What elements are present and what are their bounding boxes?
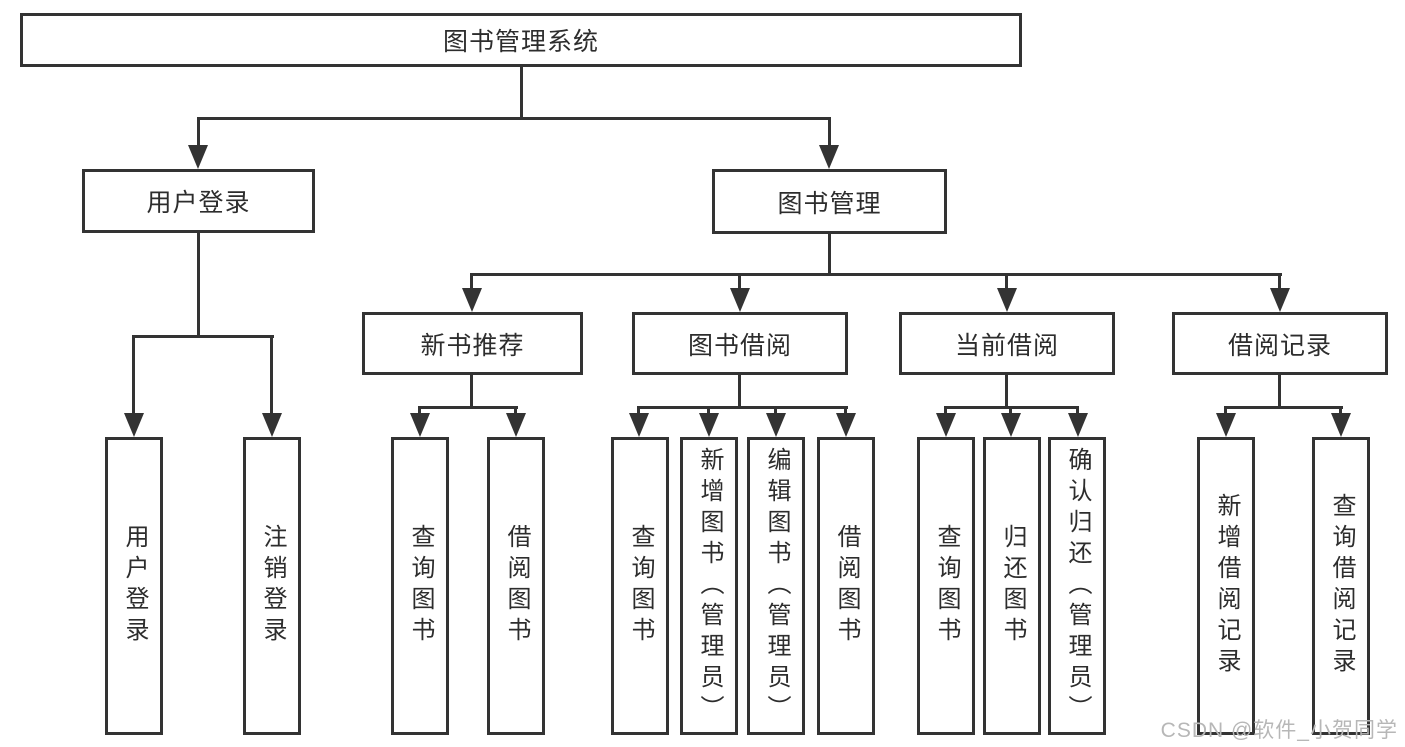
- arrowhead-icon: [1331, 413, 1351, 437]
- leaf-add-books-admin: 新增图书（管理员）: [680, 437, 738, 735]
- arrowhead-icon: [188, 145, 208, 169]
- leaf-logout: 注销登录: [243, 437, 301, 735]
- connector-line: [470, 375, 473, 409]
- leaf-label: 确认归还（管理员）: [1064, 446, 1091, 726]
- arrowhead-icon: [629, 413, 649, 437]
- connector-root-stem: [520, 67, 523, 119]
- arrowhead-icon: [1270, 288, 1290, 312]
- connector-line: [828, 117, 831, 147]
- connector-line: [132, 335, 135, 415]
- arrowhead-icon: [124, 413, 144, 437]
- connector-line: [418, 406, 421, 416]
- arrowhead-icon: [766, 413, 786, 437]
- arrowhead-icon: [1068, 413, 1088, 437]
- leaf-label: 注销登录: [259, 524, 286, 648]
- connector-line: [774, 406, 777, 416]
- leaf-label: 查询借阅记录: [1328, 493, 1355, 679]
- connector-line: [197, 117, 200, 147]
- leaf-return-books: 归还图书: [983, 437, 1041, 735]
- connector-line: [1224, 406, 1227, 416]
- connector-book-mgmt-stem: [828, 234, 831, 273]
- connector-line: [270, 335, 273, 415]
- node-new-book-recommend: 新书推荐: [362, 312, 583, 375]
- node-root-system: 图书管理系统: [20, 13, 1022, 67]
- arrowhead-icon: [1216, 413, 1236, 437]
- connector-line: [1076, 406, 1079, 416]
- node-book-borrowing: 图书借阅: [632, 312, 848, 375]
- connector-root-fork: [197, 117, 831, 120]
- arrowhead-icon: [462, 288, 482, 312]
- connector-line: [1278, 375, 1281, 409]
- arrowhead-icon: [506, 413, 526, 437]
- connector-line: [738, 273, 741, 290]
- leaf-add-borrow-record: 新增借阅记录: [1197, 437, 1255, 735]
- leaf-label: 借阅图书: [503, 524, 530, 648]
- connector-line: [944, 406, 947, 416]
- connector-line: [844, 406, 847, 416]
- connector-line: [707, 406, 710, 416]
- leaf-borrow-books: 借阅图书: [487, 437, 545, 735]
- arrowhead-icon: [699, 413, 719, 437]
- connector-user-login-stem: [197, 233, 200, 335]
- leaf-borrow-books: 借阅图书: [817, 437, 875, 735]
- arrowhead-icon: [262, 413, 282, 437]
- leaf-label: 查询图书: [627, 524, 654, 648]
- node-label: 新书推荐: [420, 331, 525, 360]
- connector-line: [1005, 273, 1008, 290]
- node-borrowing-records: 借阅记录: [1172, 312, 1388, 375]
- leaf-user-login: 用户登录: [105, 437, 163, 735]
- leaf-label: 用户登录: [121, 524, 148, 648]
- arrowhead-icon: [836, 413, 856, 437]
- leaf-edit-books-admin: 编辑图书（管理员）: [747, 437, 805, 735]
- connector-user-login-fork: [132, 335, 274, 338]
- connector-book-mgmt-fork: [470, 273, 1282, 276]
- arrowhead-icon: [997, 288, 1017, 312]
- leaf-label: 查询图书: [407, 524, 434, 648]
- leaf-label: 查询图书: [933, 524, 960, 648]
- node-label: 图书借阅: [687, 331, 792, 360]
- node-current-borrowing: 当前借阅: [899, 312, 1115, 375]
- csdn-watermark: CSDN @软件_小贺同学: [1160, 719, 1398, 742]
- connector-line: [418, 406, 518, 409]
- arrowhead-icon: [410, 413, 430, 437]
- arrowhead-icon: [730, 288, 750, 312]
- connector-line: [1009, 406, 1012, 416]
- node-label: 图书管理系统: [442, 28, 599, 56]
- leaf-label: 借阅图书: [833, 524, 860, 648]
- connector-line: [514, 406, 517, 416]
- leaf-query-books: 查询图书: [611, 437, 669, 735]
- connector-line: [1224, 406, 1343, 409]
- connector-line: [1339, 406, 1342, 416]
- leaf-label: 新增图书（管理员）: [696, 446, 723, 726]
- leaf-query-books: 查询图书: [917, 437, 975, 735]
- connector-line: [1278, 273, 1281, 290]
- leaf-label: 新增借阅记录: [1213, 493, 1240, 679]
- connector-line: [738, 375, 741, 409]
- connector-line: [637, 406, 640, 416]
- leaf-label: 编辑图书（管理员）: [763, 446, 790, 726]
- node-label: 借阅记录: [1227, 331, 1332, 360]
- node-label: 当前借阅: [954, 331, 1059, 360]
- leaf-label: 归还图书: [999, 524, 1026, 648]
- leaf-query-borrow-record: 查询借阅记录: [1312, 437, 1370, 735]
- node-label: 用户登录: [146, 189, 251, 217]
- node-label: 图书管理: [777, 189, 882, 218]
- connector-line: [470, 273, 473, 290]
- arrowhead-icon: [819, 145, 839, 169]
- node-book-management: 图书管理: [712, 169, 947, 234]
- arrowhead-icon: [936, 413, 956, 437]
- leaf-confirm-return-admin: 确认归还（管理员）: [1048, 437, 1106, 735]
- node-user-login: 用户登录: [82, 169, 315, 233]
- arrowhead-icon: [1001, 413, 1021, 437]
- connector-line: [1005, 375, 1008, 409]
- connector-line: [637, 406, 848, 409]
- leaf-query-books: 查询图书: [391, 437, 449, 735]
